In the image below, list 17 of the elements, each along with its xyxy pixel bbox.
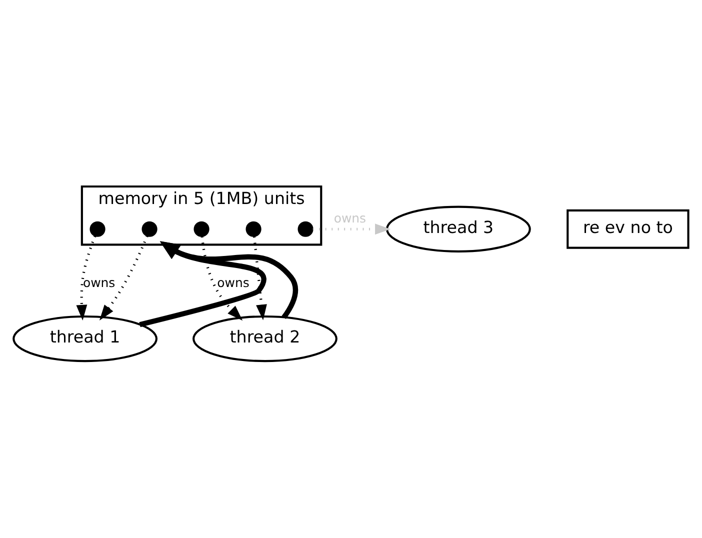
edge-label: owns — [217, 274, 250, 290]
node-ellipse: thread 2 — [192, 314, 338, 362]
arrow — [76, 235, 96, 320]
node-circle — [298, 220, 314, 236]
node-circle — [90, 220, 106, 236]
arrow — [99, 235, 148, 320]
edge-label: owns — [82, 274, 116, 290]
node-circle — [142, 220, 158, 236]
arrow — [252, 236, 267, 320]
node-circle — [246, 220, 262, 236]
node-box: re ev no to — [566, 208, 690, 248]
node-ellipse: thread 1 — [12, 314, 158, 362]
arrow — [312, 223, 391, 234]
cluster: memory in 5 (1MB) units — [80, 184, 322, 246]
node-ellipse: thread 3 — [386, 205, 531, 252]
arrow — [200, 236, 243, 320]
node-circle — [194, 220, 210, 236]
